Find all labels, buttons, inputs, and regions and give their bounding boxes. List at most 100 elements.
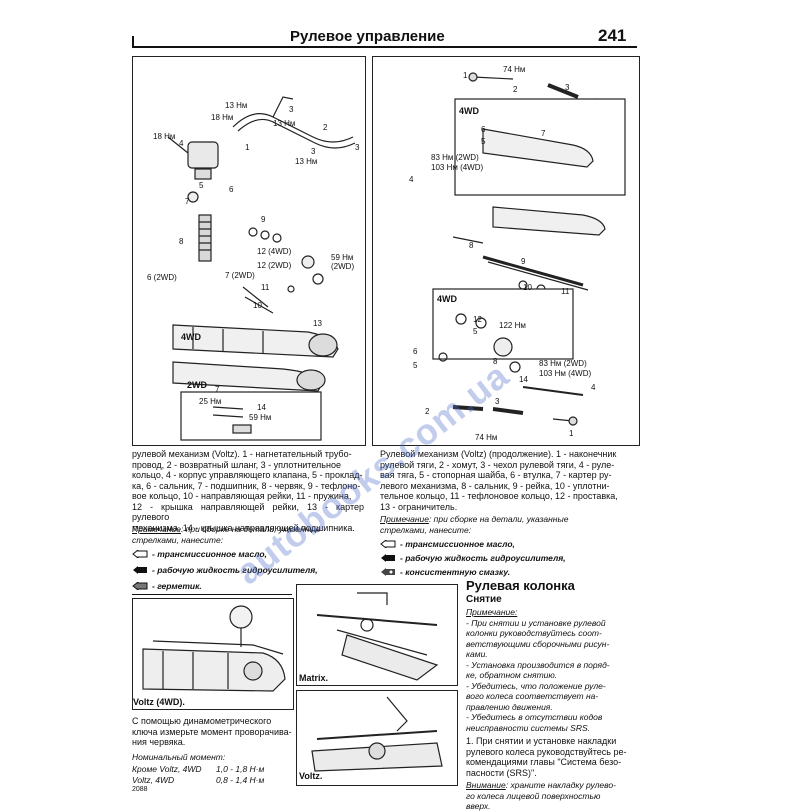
torque-value: 0,8 - 1,4 Н·м: [216, 775, 265, 785]
note-line: неисправности системы SRS.: [466, 722, 590, 733]
right-exploded-figure: 1 74 Нм 2 3 4WD 6 5 7 83 Нм (2WD) 103 Нм…: [372, 56, 640, 446]
fig-label: 4WD: [459, 106, 479, 116]
warning-line: : храните накладку рулево-: [505, 780, 616, 790]
note-text: : при сборке на детали, указанные: [428, 514, 569, 524]
fig-label: 3: [289, 105, 294, 114]
warning-heading: Внимание: [466, 780, 506, 790]
body-line: ния червяка.: [132, 737, 186, 747]
fig-label: 9: [261, 215, 266, 224]
note-line: ками.: [466, 649, 488, 659]
note-line: - Убедитесь, что положение руле-: [466, 680, 606, 691]
note-line: ветствующими сборочными рисун-: [466, 638, 610, 649]
caption-line: левого механизма, 8 - сальник, 9 - рейка…: [380, 480, 610, 491]
note-line: правлению движения.: [466, 701, 553, 712]
steering-rack-drawing: [432, 72, 626, 426]
fig-label: 74 Нм: [475, 433, 498, 442]
matrix-figure: Matrix.: [296, 584, 458, 686]
legend-text: - трансмиссионное масло,: [152, 549, 267, 559]
outline-arrow-icon: [380, 540, 396, 548]
torque-gauge-drawing: [142, 605, 286, 692]
figure-caption: Voltz.: [299, 771, 323, 781]
fig-label: 9: [521, 257, 526, 266]
fig-label: 1: [463, 71, 468, 80]
legend-row-sealant: - герметик.: [132, 581, 202, 591]
fig-label: 12: [473, 315, 482, 324]
outline-arrow-icon: [132, 550, 148, 558]
torque-label: Кроме Voltz, 4WD: [132, 764, 202, 774]
fig-label: 18 Нм: [211, 113, 234, 122]
note-text: стрелками, нанесите:: [132, 535, 224, 545]
header-rule-tick: [132, 36, 134, 48]
fig-label: 7 (2WD): [225, 271, 255, 280]
torque-instructions: С помощью динамометрического ключа измер…: [132, 716, 292, 748]
fig-label: 5: [413, 361, 418, 370]
fig-label: 7: [541, 129, 546, 138]
legend-text: - рабочую жидкость гидроусилителя,: [152, 565, 318, 575]
page-title: Рулевое управление: [290, 28, 445, 45]
caption-line: вое кольцо, 10 - направляющая рейки, 11 …: [132, 491, 352, 501]
fig-label: 11: [261, 283, 270, 292]
fig-label: 5: [481, 137, 486, 146]
note-heading: Примечание: [380, 514, 429, 524]
warning-line: вверх.: [466, 801, 491, 811]
caption-line: Рулевой механизм (Voltz) (продолжение). …: [380, 449, 617, 459]
fig-label: 7: [215, 385, 220, 394]
step-1: 1. При снятии и установке накладки рулев…: [466, 736, 638, 778]
fig-label: 5: [473, 327, 478, 336]
note-line: - Установка производится в поряд-: [466, 659, 610, 670]
page-footer-code: 2088: [132, 786, 148, 793]
fig-label: 3: [355, 143, 360, 152]
legend-text: - герметик.: [152, 581, 202, 591]
caption-line: 12 - крышка направляющей рейки, 13 - кар…: [132, 501, 364, 523]
legend-row-grease: - консистентную смазку.: [380, 567, 510, 577]
legend-row-oil: - трансмиссионное масло,: [132, 549, 267, 559]
fig-label: 3: [565, 83, 570, 92]
fig-label: 59 Нм: [249, 413, 272, 422]
fig-label: 3: [495, 397, 500, 406]
fig-label: 13 Нм: [273, 119, 296, 128]
note-line: колонки руководствуйтесь соот-: [466, 628, 602, 638]
caption-line: тельное кольцо, 11 - тефлоновое кольцо, …: [380, 491, 618, 501]
fig-label: 12 (2WD): [257, 261, 292, 270]
fig-label: 25 Нм: [199, 397, 222, 406]
fig-label: 12 (4WD): [257, 247, 292, 256]
steering-column-warning: Внимание: храните накладку рулево- го ко…: [466, 780, 638, 812]
fig-label: 5: [199, 181, 204, 190]
fig-label: 2: [513, 85, 518, 94]
page-number: 241: [598, 26, 627, 45]
fig-label: 13 Нм: [225, 101, 248, 110]
fig-label: 6 (2WD): [147, 273, 177, 282]
voltz-column-drawing: [311, 696, 443, 772]
fig-label: 13: [313, 319, 322, 328]
note-heading: Примечание: [132, 524, 181, 534]
fig-label: 10: [523, 283, 532, 292]
fig-label: 10: [253, 301, 262, 310]
fig-label: 13 Нм: [295, 157, 318, 166]
fig-label: 14: [257, 403, 266, 412]
fig-label: 3: [311, 147, 316, 156]
fig-label: 11: [561, 287, 570, 296]
fig-label: 4: [591, 383, 596, 392]
header-rule: [132, 46, 637, 48]
figure-caption: Voltz (4WD).: [133, 697, 185, 707]
caption-line: кольцо, 4 - корпус управляющего клапана,…: [132, 470, 363, 480]
fig-label: 83 Нм (2WD): [431, 153, 479, 162]
section-subtitle: Снятие: [466, 594, 502, 605]
fig-label: 6: [229, 185, 234, 194]
fig-label: 1: [245, 143, 250, 152]
left-exploded-figure: 18 Нм 13 Нм 3 13 Нм 1 2 3 13 Нм 3 4 18 Н…: [132, 56, 366, 446]
solid-arrow-icon: [381, 554, 395, 562]
fig-label: 122 Нм: [499, 321, 526, 330]
left-figure-caption: рулевой механизм (Voltz). 1 - нагнетател…: [132, 449, 364, 533]
step-line: рулевого колеса руководствуйтесь ре-: [466, 746, 627, 757]
legend-row-oil: - трансмиссионное масло,: [380, 539, 515, 549]
fig-label: 59 Нм (2WD): [331, 253, 355, 271]
steering-column-note: Примечание: - При снятии и установке рул…: [466, 607, 638, 733]
note-line: - При снятии и установке рулевой: [466, 617, 606, 628]
caption-line: 13 - ограничитель.: [380, 501, 458, 512]
fig-label: 4: [409, 175, 414, 184]
section-title: Рулевая колонка: [466, 578, 575, 593]
fig-label: 18 Нм: [153, 132, 176, 141]
note-line: ке, обратном снятию.: [466, 670, 558, 680]
left-assembly-note: Примечание: при сборке на детали, указан…: [132, 524, 364, 546]
